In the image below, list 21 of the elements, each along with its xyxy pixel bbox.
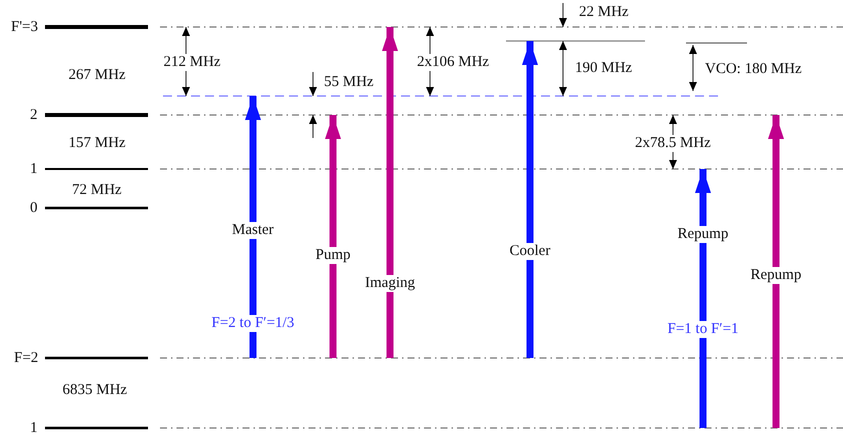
transition-label: F=1 to F′=1 (666, 320, 741, 338)
splitting-label: 6835 MHz (62, 382, 128, 398)
laser-label: Imaging (363, 274, 417, 292)
level-label: 1 (29, 420, 38, 436)
transition-label: F=2 to F′=1/3 (210, 314, 296, 332)
splitting-label: 267 MHz (68, 66, 127, 84)
laser-label: Cooler (508, 242, 552, 260)
level-label: F=2 (13, 350, 40, 366)
dimension-label: 2x78.5 MHz (633, 134, 713, 152)
dimension-label: 2x106 MHz (415, 54, 492, 70)
dimension-label: 212 MHz (162, 54, 223, 70)
level-label: 2 (29, 106, 38, 124)
splitting-label: 72 MHz (71, 182, 123, 198)
laser-label: Pump (314, 246, 353, 264)
level-label: F'=3 (10, 18, 40, 36)
splitting-label: 157 MHz (68, 134, 127, 152)
laser-label: Repump (748, 266, 804, 284)
level-label: 0 (29, 200, 38, 216)
laser-label: Repump (676, 226, 730, 242)
laser-label: Master (230, 222, 276, 238)
level-label: 1 (29, 160, 38, 178)
